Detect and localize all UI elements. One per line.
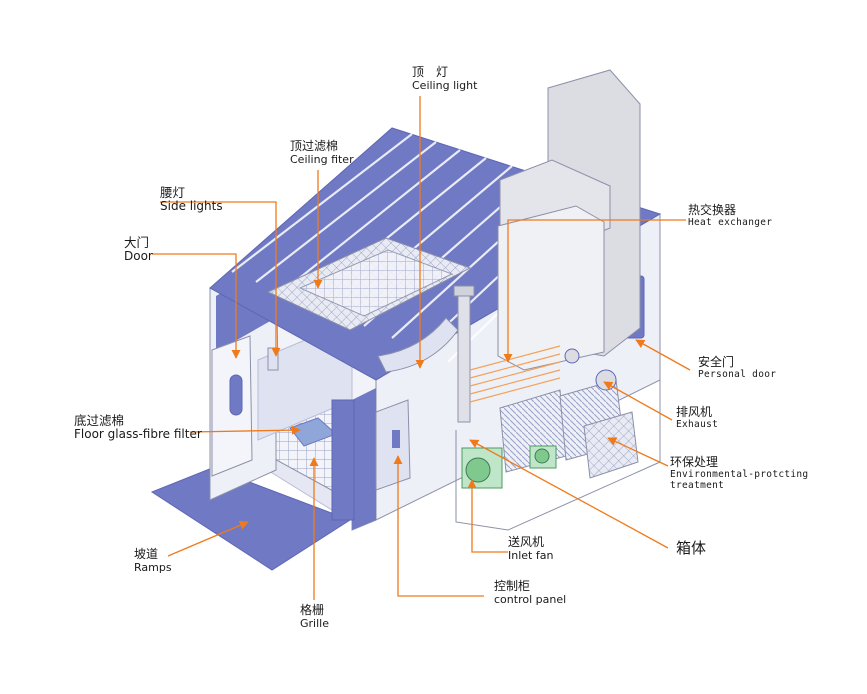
label-heat-exchanger-zh: 热交换器: [688, 203, 737, 217]
leader-side-lights: [160, 201, 281, 357]
leader-heat-exchanger: [503, 219, 686, 363]
label-door-zh: 大门: [124, 235, 150, 250]
label-grille-en: Grille: [300, 616, 329, 630]
leader-door: [152, 253, 241, 359]
leader-floor-filter: [189, 425, 301, 435]
leader-env-treatment: [607, 437, 669, 467]
label-floor-filter-zh: 底过滤棉: [74, 413, 125, 428]
label-side-lights-zh: 腰灯: [160, 185, 186, 200]
label-control-panel-en: control panel: [494, 592, 567, 606]
label-ramps-zh: 坡道: [134, 547, 159, 561]
leader-cabinet: [469, 439, 669, 549]
label-control-panel: 控制柜 control panel: [494, 579, 567, 606]
label-inlet-fan-en: Inlet fan: [508, 548, 554, 562]
label-cabinet-zh: 箱体: [676, 539, 707, 557]
label-personal-door-en: Personal door: [698, 368, 777, 380]
label-exhaust: 排风机 Exhaust: [676, 405, 719, 431]
label-exhaust-en: Exhaust: [676, 418, 719, 430]
door-window: [229, 374, 243, 416]
label-ceiling-light: 顶 灯 Ceiling light: [412, 65, 478, 92]
label-heat-exchanger: 热交换器 Heat exchanger: [688, 203, 773, 229]
right-wall-blue-column: [352, 388, 376, 530]
leader-inlet-fan: [467, 479, 508, 553]
label-floor-filter-en: Floor glass-fibre filter: [74, 427, 202, 442]
label-ceiling-filter: 顶过滤棉 Ceiling fiter: [290, 139, 354, 166]
label-door-en: Door: [124, 249, 153, 264]
inlet-fan-wheel: [465, 457, 491, 483]
leader-exhaust: [603, 381, 673, 421]
leader-control-panel: [393, 455, 484, 597]
label-env-treatment-zh: 环保处理: [670, 455, 719, 469]
label-exhaust-zh: 排风机: [676, 405, 713, 419]
label-inlet-fan: 送风机 Inlet fan: [508, 535, 554, 562]
label-ceiling-filter-en: Ceiling fiter: [290, 152, 354, 166]
leader-ramps: [167, 521, 249, 557]
exhaust-stack: [457, 291, 471, 423]
heater-coils: [469, 345, 561, 403]
ceiling-filter-grid: [298, 249, 454, 317]
label-control-panel-zh: 控制柜: [494, 579, 531, 593]
equipment: [453, 69, 661, 531]
label-cabinet: 箱体: [676, 539, 707, 557]
label-floor-filter: 底过滤棉 Floor glass-fibre filter: [74, 413, 202, 442]
label-grille: 格栅 Grille: [300, 603, 329, 630]
label-env-treatment-en-2: treatment: [670, 479, 725, 491]
machinery-frame: [455, 380, 661, 531]
heat-exchanger-box: [497, 205, 605, 371]
label-grille-zh: 格栅: [300, 603, 325, 617]
label-ceiling-light-en: Ceiling light: [412, 78, 478, 92]
label-personal-door-zh: 安全门: [698, 355, 735, 369]
label-door: 大门 Door: [124, 235, 153, 264]
label-personal-door: 安全门 Personal door: [698, 355, 777, 381]
label-inlet-fan-zh: 送风机: [508, 535, 545, 549]
leader-personal-door: [635, 339, 691, 371]
label-ramps-en: Ramps: [134, 560, 172, 574]
label-ceiling-filter-zh: 顶过滤棉: [290, 139, 339, 153]
control-cabinet-window: [392, 430, 400, 448]
label-ramps: 坡道 Ramps: [134, 547, 172, 574]
leader-lines: [152, 96, 691, 600]
label-env-treatment: 环保处理 Environmental-protcting treatment: [670, 455, 809, 492]
wall-blue-strip: [331, 399, 355, 521]
label-ceiling-light-zh: 顶 灯: [412, 65, 449, 79]
label-heat-exchanger-en: Heat exchanger: [688, 216, 773, 228]
label-side-lights: 腰灯 Side lights: [160, 185, 223, 214]
label-side-lights-en: Side lights: [160, 199, 223, 214]
booth-body: [150, 127, 662, 571]
label-env-treatment-en-1: Environmental-protcting: [670, 468, 809, 480]
